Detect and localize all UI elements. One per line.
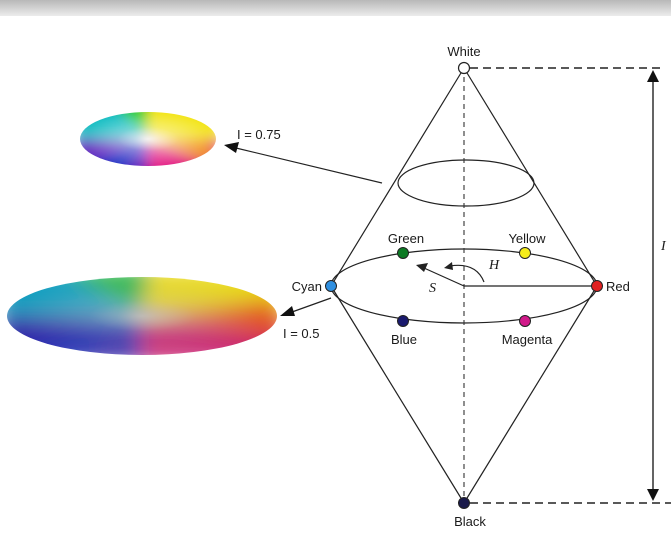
hue-angle-arc [449, 264, 485, 283]
intensity-arrow-bottom [647, 489, 659, 501]
green-label: Green [388, 231, 424, 246]
blue-node [397, 315, 409, 327]
color-disc-i05 [7, 277, 277, 355]
red-node [591, 280, 603, 292]
intensity-dimension [470, 67, 671, 504]
hue-label: H [488, 258, 500, 273]
cone-upper-left-edge [330, 67, 465, 287]
saturation-label: S [429, 281, 436, 296]
yellow-node [519, 247, 531, 259]
blue-label: Blue [391, 332, 417, 347]
saturation-arrow-shaft [423, 267, 465, 287]
window-top-bar [0, 0, 671, 16]
black-node [458, 497, 470, 509]
cyan-label: Cyan [292, 279, 322, 294]
arrow-to-disc-075-head [224, 142, 239, 153]
intensity-arrow-top [647, 70, 659, 82]
black-label: Black [454, 514, 486, 529]
diagram-labels: White Black Green Yellow Cyan Red Blue M… [237, 44, 667, 529]
magenta-node [519, 315, 531, 327]
arrow-to-disc-05-head [280, 306, 295, 316]
yellow-label: Yellow [508, 231, 546, 246]
white-node [457, 61, 471, 75]
arrow-to-disc-075 [235, 147, 383, 184]
color-nodes [325, 61, 603, 509]
color-disc-i075 [80, 112, 216, 166]
cone-lower-right-edge [463, 285, 598, 504]
intensity-075-label: I = 0.75 [237, 127, 281, 142]
intensity-axis-label: I [660, 239, 667, 254]
cone-upper-right-edge [463, 67, 598, 287]
upper-cross-section-ellipse [397, 159, 535, 207]
red-label: Red [606, 279, 630, 294]
cyan-node [325, 280, 337, 292]
cone-lower-left-edge [330, 285, 465, 504]
hue-saturation-indicator [416, 262, 597, 287]
hue-arc-arrow-head [444, 262, 453, 270]
white-label: White [447, 44, 480, 59]
saturation-arrow-head [416, 263, 428, 272]
intensity-05-label: I = 0.5 [283, 326, 320, 341]
green-node [397, 247, 409, 259]
disc-pointer-arrows [224, 142, 383, 316]
magenta-label: Magenta [502, 332, 553, 347]
arrow-to-disc-05 [291, 297, 332, 313]
